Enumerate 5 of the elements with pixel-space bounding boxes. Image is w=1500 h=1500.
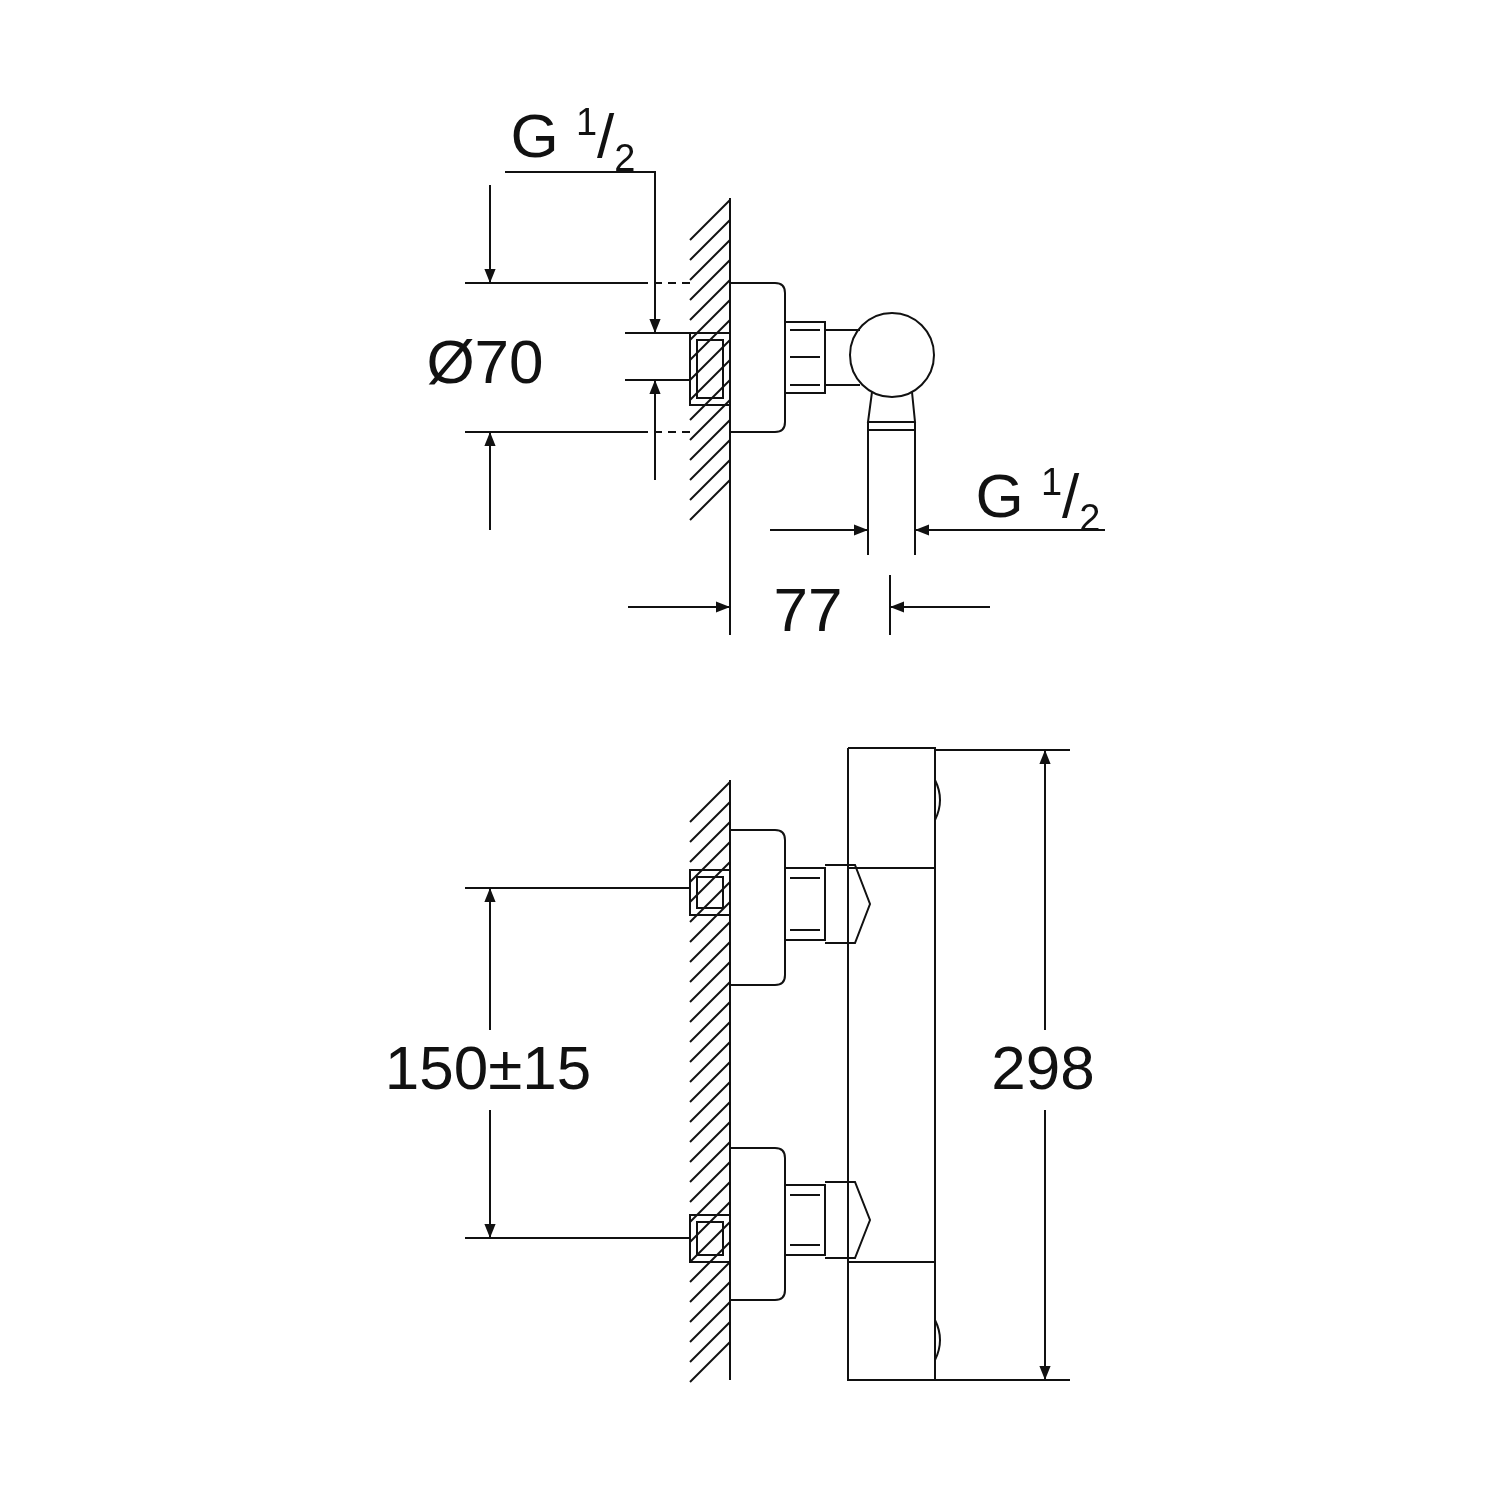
dimension-label: Ø70 <box>426 331 544 393</box>
dimension-label: 77 <box>773 579 843 641</box>
dimension-label: 298 <box>991 1037 1095 1099</box>
dimension-label: 150±15 <box>384 1037 592 1099</box>
dimension-label: G $^{1}$/$_{2}$ <box>510 103 636 177</box>
